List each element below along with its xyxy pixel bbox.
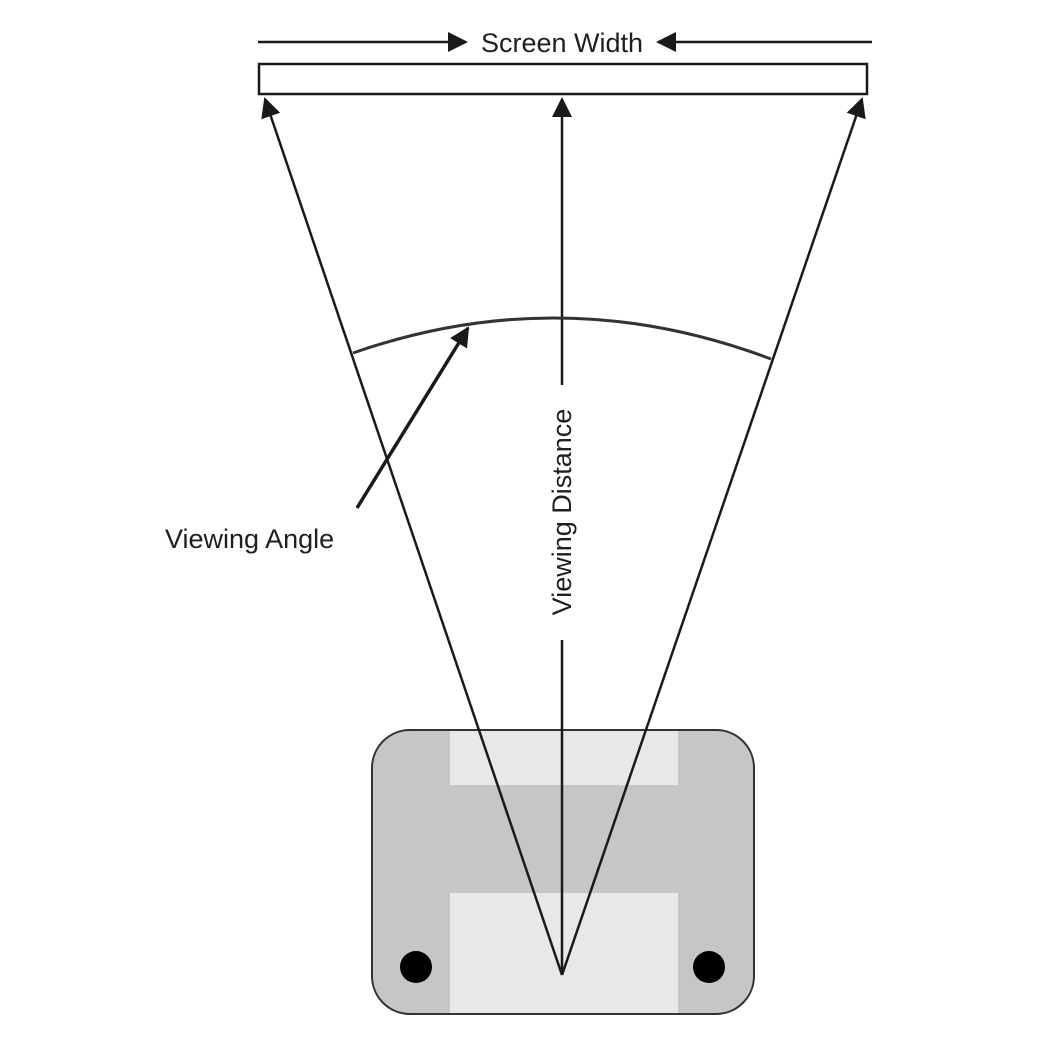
viewing-angle-label: Viewing Angle — [165, 524, 334, 554]
viewing-angle-arc — [352, 316, 772, 361]
viewing-angle-pointer — [355, 326, 470, 509]
sight-line-left — [261, 97, 564, 976]
sight-line-right — [560, 97, 866, 976]
speaker-right-icon — [693, 951, 725, 983]
speaker-left-icon — [400, 951, 432, 983]
screen — [257, 62, 869, 96]
screen-width-label: Screen Width — [481, 28, 643, 58]
seat-bottom-highlight — [450, 893, 678, 1013]
viewing-distance-label: Viewing Distance — [547, 409, 577, 616]
